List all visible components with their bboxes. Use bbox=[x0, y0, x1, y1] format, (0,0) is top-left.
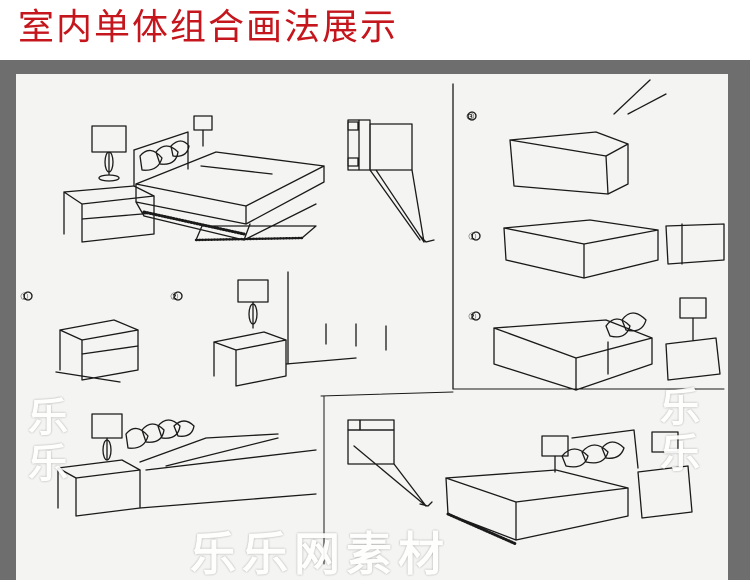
bed-set-sketch-final bbox=[445, 429, 693, 546]
bed-box-step-2 bbox=[471, 219, 725, 279]
sketch-sheet: ① ② ③ ① ② ③ bbox=[16, 74, 728, 580]
bed-pillows-step-3 bbox=[471, 297, 721, 391]
nightstand-lamp-step-2 bbox=[173, 271, 387, 387]
bed-set-sketch-bottom bbox=[57, 413, 317, 517]
step-mark-4: ① bbox=[468, 232, 477, 243]
step-mark-3: ③ bbox=[466, 112, 475, 123]
watermark-bottom: 乐乐网素材 bbox=[190, 527, 450, 581]
perspective-construction-sketch bbox=[347, 119, 435, 243]
watermark-left: 乐乐 bbox=[28, 395, 68, 487]
bed-box-step-1 bbox=[467, 79, 667, 195]
divider-horizontal-mid bbox=[320, 391, 454, 397]
bed-set-sketch-top bbox=[63, 115, 325, 243]
perspective-construction-sketch-bottom bbox=[347, 419, 433, 507]
step-mark-5: ② bbox=[468, 312, 477, 323]
watermark-right: 乐乐 bbox=[660, 385, 700, 477]
sketch-drawing: ① ② ③ ① ② ③ bbox=[20, 79, 725, 565]
step-mark-2: ② bbox=[170, 292, 179, 303]
page-title: 室内单体组合画法展示 bbox=[18, 7, 399, 48]
nightstand-box-step-1 bbox=[23, 291, 139, 383]
step-mark-1: ① bbox=[20, 292, 29, 303]
